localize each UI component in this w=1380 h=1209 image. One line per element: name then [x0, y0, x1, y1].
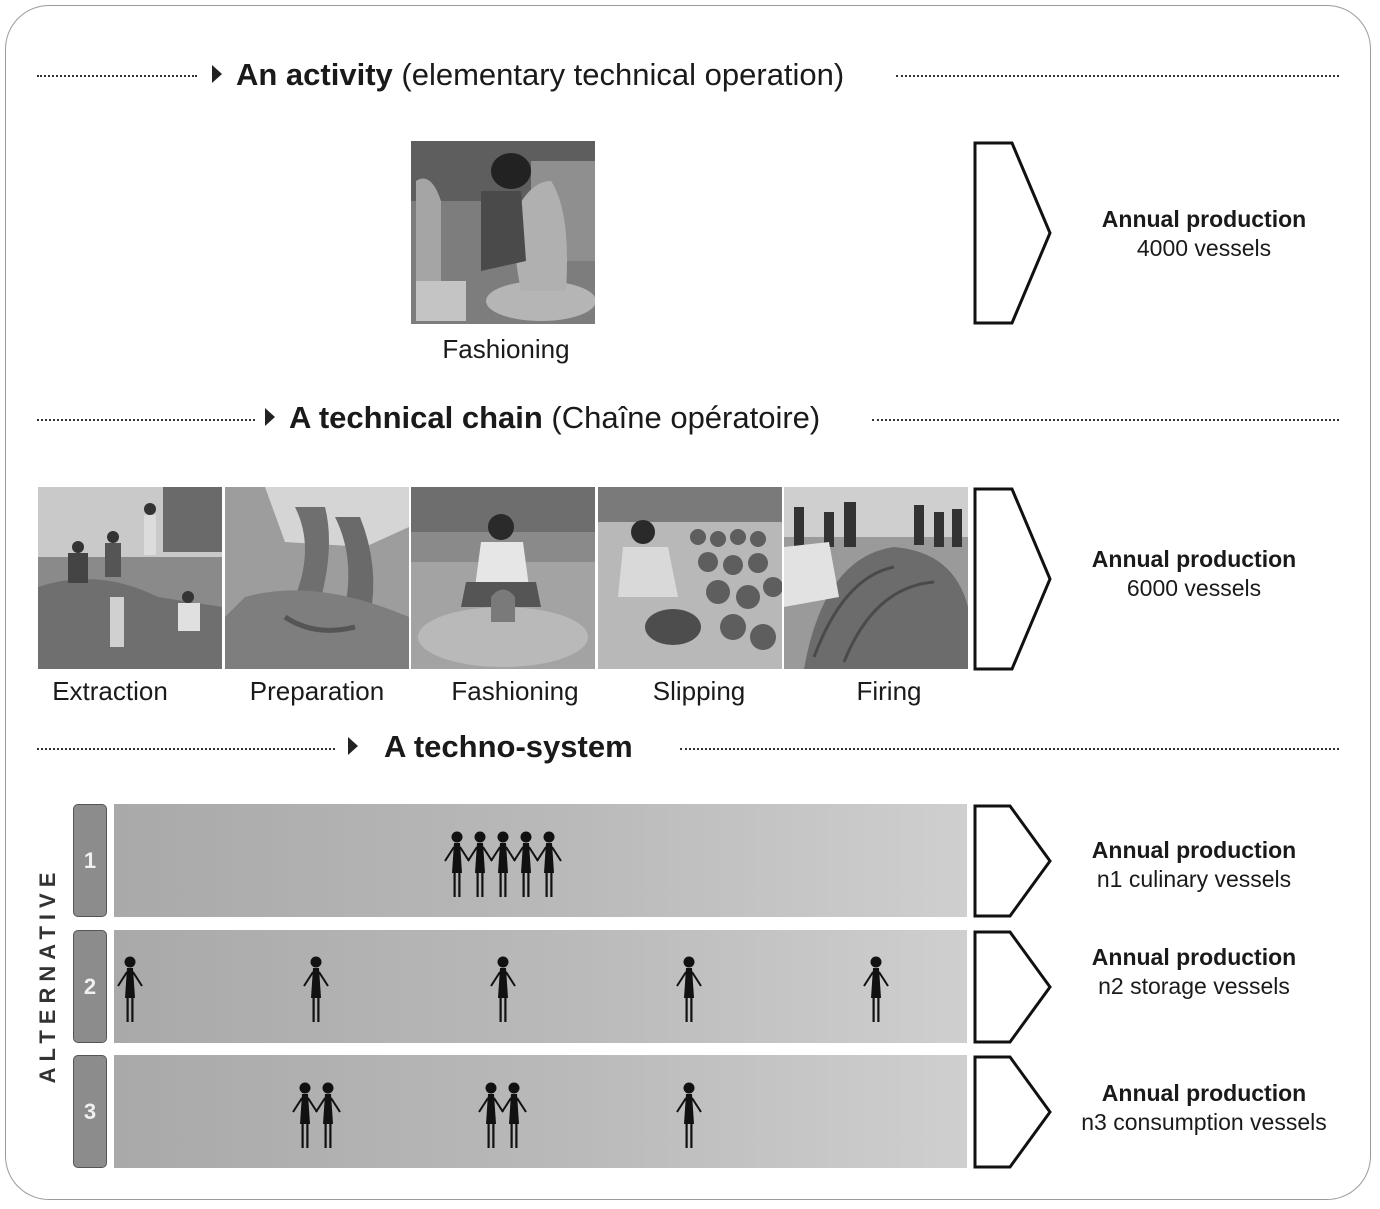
- production-value: 6000 vessels: [1126, 575, 1262, 601]
- alternative-number-tab: 1: [73, 804, 107, 917]
- open-firing-photo: [784, 487, 968, 669]
- section2-heading: A technical chain (Chaîne opératoire): [265, 398, 820, 438]
- chevron-arrow-icon: [973, 804, 1052, 918]
- section1-title-rest: (elementary technical operation): [392, 57, 845, 92]
- production-title: Annual production: [1091, 944, 1297, 970]
- section2-dotted-rule-right: [872, 419, 1339, 421]
- chain-step-label: Preparation: [249, 676, 385, 706]
- clay-treading-photo: [225, 487, 409, 669]
- alternative3-production: Annual production n3 consumption vessels: [1064, 1079, 1344, 1137]
- diagram-frame: [5, 5, 1371, 1200]
- production-value: n1 culinary vessels: [1096, 866, 1292, 892]
- alternative-band-2: [114, 930, 967, 1043]
- section1-heading: An activity (elementary technical operat…: [212, 55, 844, 95]
- chevron-arrow-icon: [973, 487, 1052, 671]
- production-title: Annual production: [1091, 837, 1297, 863]
- production-value: n2 storage vessels: [1098, 973, 1290, 999]
- alternative-band-1: [114, 804, 967, 917]
- chain-step-label: Slipping: [652, 676, 746, 706]
- chevron-arrow-icon: [973, 141, 1052, 325]
- triangle-bullet-icon: [348, 737, 358, 755]
- alternative-number-tab: 3: [73, 1055, 107, 1168]
- section3-heading: A techno-system: [348, 727, 633, 767]
- section2-title-rest: (Chaîne opératoire): [542, 400, 821, 435]
- chain-step-label: Fashioning: [451, 676, 579, 706]
- production-title: Annual production: [1091, 546, 1297, 572]
- section1-dotted-rule-right: [896, 75, 1339, 77]
- clay-extraction-photo: [38, 487, 222, 669]
- section1-dotted-rule-left: [37, 75, 197, 77]
- section1-title-bold: An activity: [236, 57, 393, 92]
- section1-production: Annual production 4000 vessels: [1064, 205, 1344, 263]
- alternative-band-3: [114, 1055, 967, 1168]
- section3-dotted-rule-left: [37, 748, 335, 750]
- section2-dotted-rule-left: [37, 419, 255, 421]
- chevron-arrow-icon: [973, 930, 1052, 1044]
- wheel-throwing-photo: [411, 487, 595, 669]
- chevron-arrow-icon: [973, 1055, 1052, 1169]
- alternative-number-tab: 2: [73, 930, 107, 1043]
- production-value: 4000 vessels: [1136, 235, 1272, 261]
- alternative-side-label: ALTERNATIVE: [35, 866, 60, 1084]
- production-value: n3 consumption vessels: [1081, 1109, 1327, 1135]
- production-title: Annual production: [1101, 206, 1307, 232]
- section2-production: Annual production 6000 vessels: [1054, 545, 1334, 603]
- chain-step-label: Extraction: [52, 676, 168, 706]
- section3-title-bold: A techno-system: [384, 729, 633, 764]
- potter-at-wheel-photo: [411, 141, 595, 324]
- chain-step-label: Firing: [856, 676, 922, 706]
- alternative2-production: Annual production n2 storage vessels: [1054, 943, 1334, 1001]
- triangle-bullet-icon: [212, 65, 222, 83]
- alternative1-production: Annual production n1 culinary vessels: [1054, 836, 1334, 894]
- section3-dotted-rule-right: [680, 748, 1339, 750]
- production-title: Annual production: [1101, 1080, 1307, 1106]
- pot-slipping-photo: [598, 487, 782, 669]
- section1-photo-caption: Fashioning: [442, 334, 570, 364]
- section2-title-bold: A technical chain: [289, 400, 543, 435]
- triangle-bullet-icon: [265, 408, 275, 426]
